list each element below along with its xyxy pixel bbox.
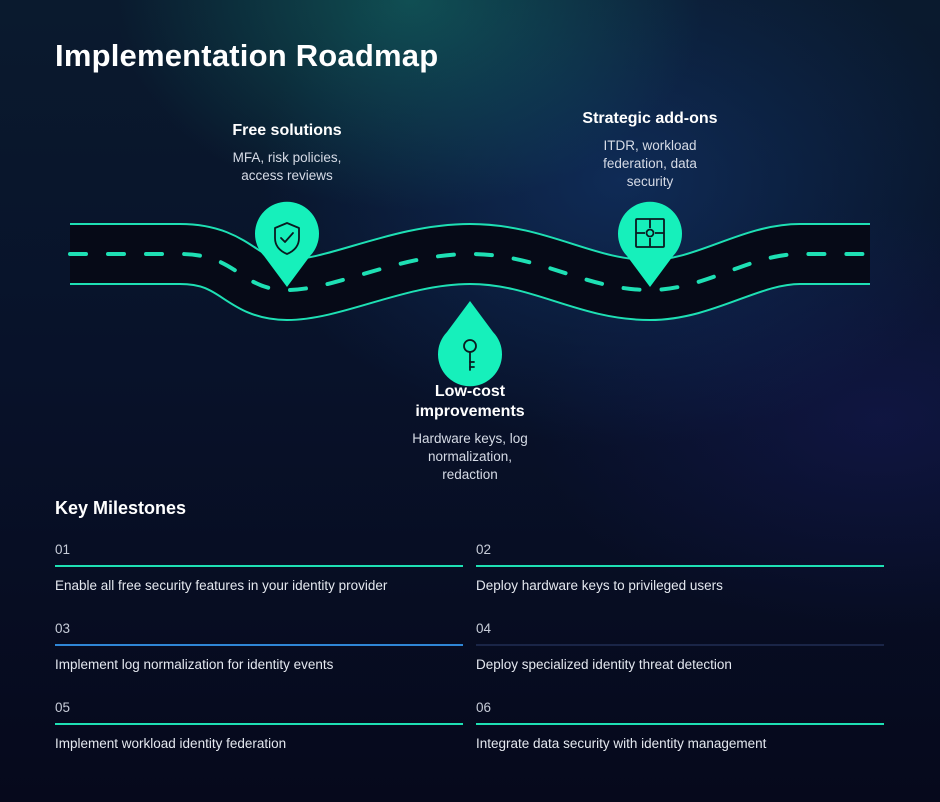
milestone-divider — [476, 565, 884, 567]
free-solutions-pin — [254, 201, 319, 287]
stage-title-line: improvements — [415, 403, 525, 420]
milestone-item: 01 Enable all free security features in … — [55, 542, 463, 593]
stage-description: ITDR, workload federation, data security — [567, 137, 733, 191]
stage-description: Hardware keys, log normalization, redact… — [380, 430, 560, 484]
milestone-number: 06 — [476, 700, 492, 715]
milestone-text: Deploy hardware keys to privileged users — [476, 578, 723, 593]
shield-check-icon — [274, 222, 300, 255]
road — [68, 222, 872, 322]
milestone-number: 05 — [55, 700, 71, 715]
milestone-number: 02 — [476, 542, 492, 557]
milestone-item: 03 Implement log normalization for ident… — [55, 621, 463, 672]
stage-desc-line: ITDR, workload — [603, 138, 697, 153]
stage-title: Strategic add-ons — [582, 110, 718, 127]
stage-description: MFA, risk policies, access reviews — [207, 149, 367, 185]
milestone-item: 04 Deploy specialized identity threat de… — [476, 621, 884, 672]
stage-title: Low-cost improvements — [380, 382, 560, 422]
page-title: Implementation Roadmap — [55, 38, 439, 73]
milestone-text: Implement log normalization for identity… — [55, 657, 334, 672]
puzzle-icon — [635, 218, 665, 248]
stage-title-line: Low-cost — [434, 383, 506, 400]
roadmap-diagram — [68, 201, 872, 387]
stage-low-cost-improvements: Low-cost improvements Hardware keys, log… — [380, 382, 560, 484]
milestone-divider — [55, 644, 463, 646]
milestone-divider — [476, 644, 884, 646]
milestone-item: 06 Integrate data security with identity… — [476, 700, 884, 751]
milestone-number: 03 — [55, 621, 71, 636]
milestone-text: Implement workload identity federation — [55, 736, 287, 751]
stage-desc-line: access reviews — [241, 168, 333, 183]
milestone-text: Integrate data security with identity ma… — [476, 736, 767, 751]
stage-free-solutions: Free solutions MFA, risk policies, acces… — [207, 121, 367, 185]
milestone-number: 01 — [55, 542, 71, 557]
stage-desc-line: MFA, risk policies, — [232, 150, 342, 165]
stage-desc-line: security — [626, 174, 674, 189]
stage-desc-line: normalization, — [427, 449, 513, 464]
milestones-title: Key Milestones — [55, 498, 187, 518]
stage-desc-line: redaction — [442, 467, 498, 482]
stage-desc-line: federation, data — [603, 156, 697, 171]
key-icon — [463, 339, 477, 371]
milestone-divider — [476, 723, 884, 725]
milestone-number: 04 — [476, 621, 492, 636]
milestone-item: 02 Deploy hardware keys to privileged us… — [476, 542, 884, 593]
low-cost-improvements-pin — [438, 301, 502, 387]
milestone-divider — [55, 565, 463, 567]
milestone-text: Deploy specialized identity threat detec… — [476, 657, 732, 672]
strategic-addons-pin — [617, 201, 682, 287]
stage-desc-line: Hardware keys, log — [412, 431, 528, 446]
milestone-divider — [55, 723, 463, 725]
stage-title: Free solutions — [232, 122, 342, 139]
stage-strategic-addons: Strategic add-ons ITDR, workload federat… — [567, 109, 733, 191]
road-center-dashes — [68, 251, 872, 293]
milestone-text: Enable all free security features in you… — [55, 578, 388, 593]
milestone-item: 05 Implement workload identity federatio… — [55, 700, 463, 751]
